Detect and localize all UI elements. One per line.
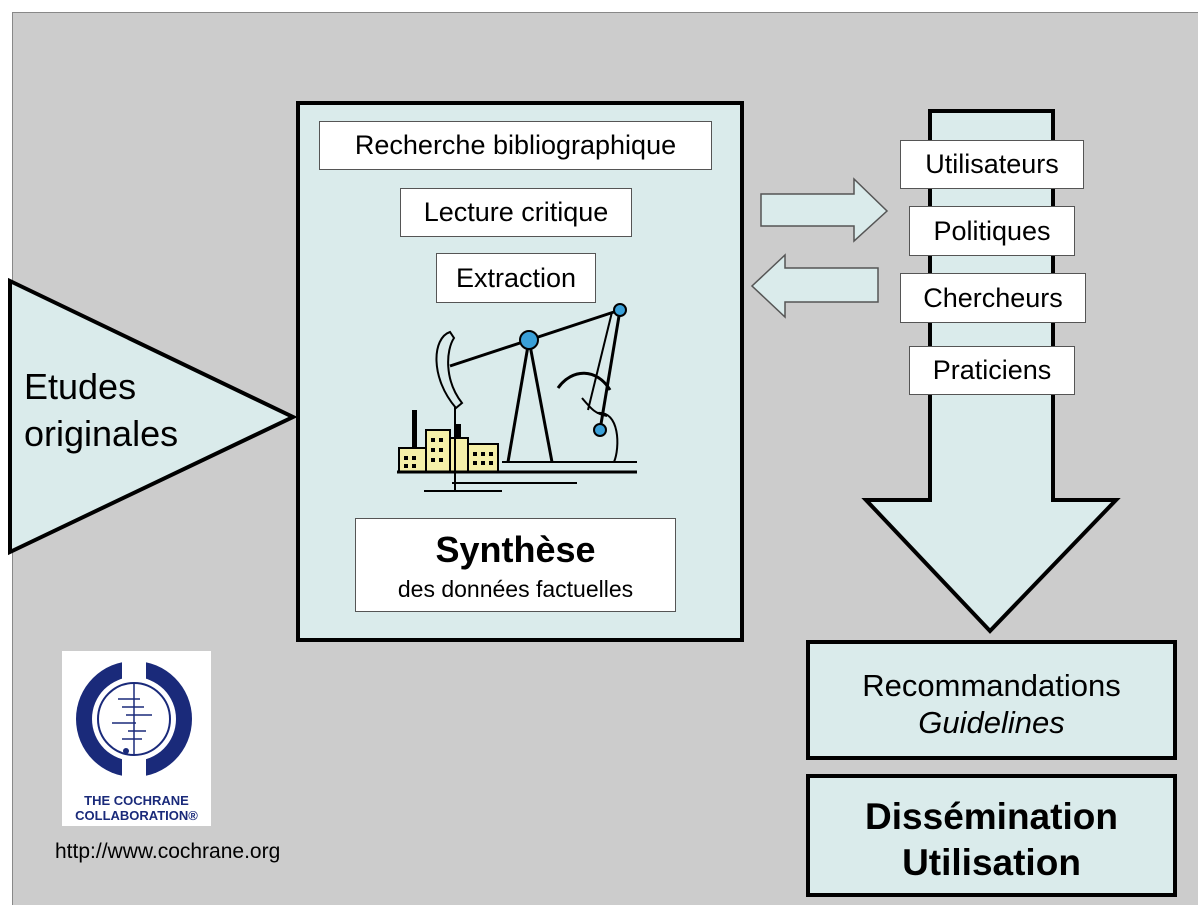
stakeholder-utilisateurs: Utilisateurs bbox=[900, 140, 1084, 189]
oil-pump-icon bbox=[397, 303, 637, 492]
synthesis-box: Synthèse des données factuelles bbox=[355, 518, 676, 612]
arrow-right bbox=[760, 177, 889, 243]
stakeholder-praticiens: Praticiens bbox=[909, 346, 1075, 395]
cochrane-emblem-icon bbox=[76, 651, 192, 791]
step-extraction: Extraction bbox=[436, 253, 596, 303]
input-label: Etudes originales bbox=[24, 363, 178, 457]
synthesis-subtitle: des données factuelles bbox=[397, 576, 634, 602]
input-label-line2: originales bbox=[24, 413, 179, 454]
dissemination-label: Dissémination bbox=[865, 796, 1118, 837]
cochrane-url[interactable]: http://www.cochrane.org bbox=[55, 840, 281, 863]
step-lecture: Lecture critique bbox=[400, 188, 632, 237]
stakeholder-politiques: Politiques bbox=[909, 206, 1075, 256]
logo-text-line2: COLLABORATION® bbox=[75, 808, 198, 823]
step-recherche: Recherche bibliographique bbox=[319, 121, 712, 170]
utilisation-label: Utilisation bbox=[902, 842, 1081, 883]
input-triangle bbox=[8, 277, 298, 556]
guidelines-label: Guidelines bbox=[918, 705, 1065, 740]
recommendations-label: Recommandations bbox=[862, 668, 1121, 703]
cochrane-logo: THE COCHRANE COLLABORATION® bbox=[62, 651, 211, 826]
logo-text-line1: THE COCHRANE bbox=[84, 793, 189, 808]
input-label-line1: Etudes bbox=[24, 366, 137, 407]
stakeholder-chercheurs: Chercheurs bbox=[900, 273, 1086, 323]
recommendations-box: Recommandations Guidelines bbox=[806, 640, 1177, 760]
arrow-left bbox=[750, 253, 879, 319]
synthesis-title: Synthèse bbox=[435, 529, 596, 570]
dissemination-box: Dissémination Utilisation bbox=[806, 774, 1177, 897]
